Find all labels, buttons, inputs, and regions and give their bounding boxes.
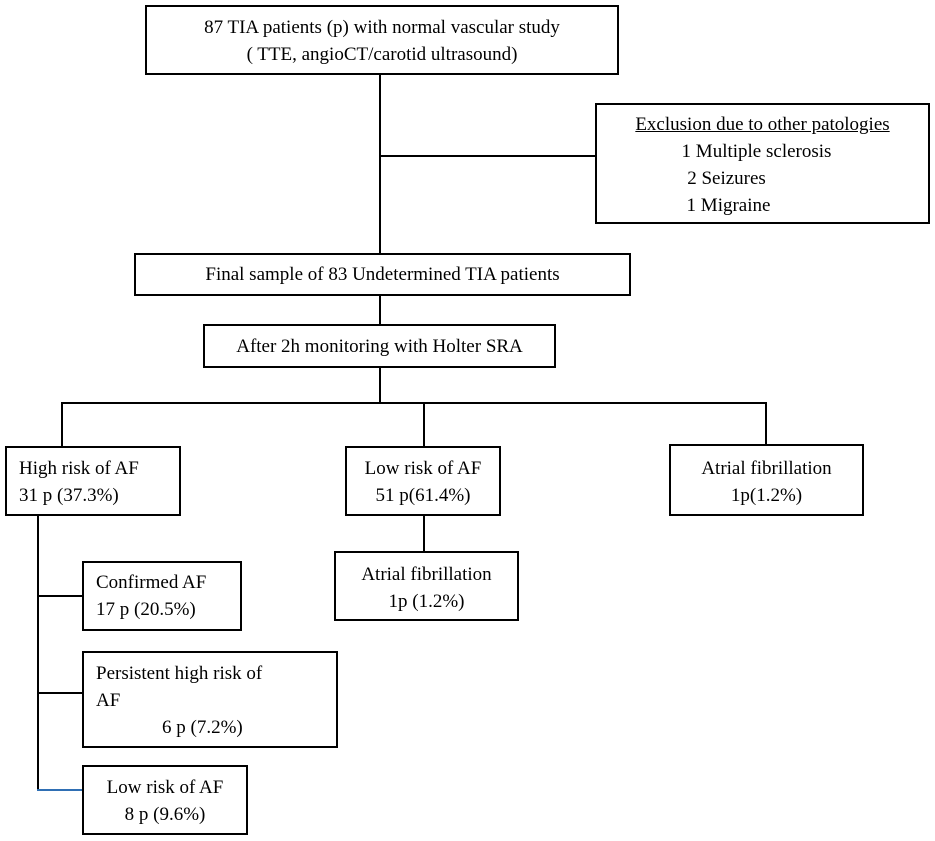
connector-branch-high-risk [61, 402, 63, 447]
connector-final-to-monitoring [379, 295, 381, 325]
monitoring-box: After 2h monitoring with Holter SRA [203, 324, 556, 368]
low-risk-sub-box: Low risk of AF 8 p (9.6%) [82, 765, 248, 835]
persistent-risk-count: 6 p (7.2%) [162, 717, 243, 738]
high-risk-box: High risk of AF 31 p (37.3%) [5, 446, 181, 516]
af-right-title: Atrial fibrillation [701, 458, 832, 479]
exclusion-item: 2 Seizures [687, 168, 766, 189]
connector-start-to-final [379, 73, 381, 254]
confirmed-af-count: 17 p (20.5%) [96, 599, 196, 620]
connector-monitoring-to-branches [379, 367, 381, 404]
monitoring-text: After 2h monitoring with Holter SRA [236, 336, 523, 357]
connector-branch-bar [61, 402, 767, 404]
connector-to-exclusion [379, 155, 596, 157]
connector-low-risk-to-af [423, 515, 425, 552]
exclusion-title: Exclusion due to other patologies [635, 114, 890, 135]
af-right-count: 1p(1.2%) [730, 485, 803, 506]
af-mid-box: Atrial fibrillation 1p (1.2%) [334, 551, 519, 621]
connector-to-confirmed-af [37, 595, 83, 597]
exclusion-item: 1 Multiple sclerosis [681, 141, 832, 162]
final-sample-box: Final sample of 83 Undetermined TIA pati… [134, 253, 631, 296]
af-mid-count: 1p (1.2%) [388, 591, 465, 612]
connector-to-persistent [37, 692, 83, 694]
exclusion-box: Exclusion due to other patologies 1 Mult… [595, 103, 930, 224]
start-box: 87 TIA patients (p) with normal vascular… [145, 5, 619, 75]
connector-branch-af-right [765, 402, 767, 445]
connector-to-low-risk-sub [37, 789, 83, 791]
high-risk-count: 31 p (37.3%) [19, 485, 119, 506]
exclusion-item: 1 Migraine [686, 195, 771, 216]
high-risk-title: High risk of AF [19, 458, 139, 479]
low-risk-box: Low risk of AF 51 p(61.4%) [345, 446, 501, 516]
confirmed-af-title: Confirmed AF [96, 572, 207, 593]
start-line-2: ( TTE, angioCT/carotid ultrasound) [246, 44, 518, 65]
af-mid-title: Atrial fibrillation [361, 564, 492, 585]
low-risk-title: Low risk of AF [364, 458, 482, 479]
connector-high-risk-trunk [37, 515, 39, 791]
af-right-box: Atrial fibrillation 1p(1.2%) [669, 444, 864, 516]
persistent-risk-title-cont: AF [96, 690, 121, 711]
persistent-risk-box: Persistent high risk of AF 6 p (7.2%) [82, 651, 338, 748]
final-sample-text: Final sample of 83 Undetermined TIA pati… [205, 264, 560, 285]
low-risk-sub-title: Low risk of AF [106, 777, 224, 798]
low-risk-sub-count: 8 p (9.6%) [124, 804, 206, 825]
start-line-1: 87 TIA patients (p) with normal vascular… [204, 17, 560, 38]
persistent-risk-title: Persistent high risk of [96, 663, 263, 684]
low-risk-count: 51 p(61.4%) [375, 485, 471, 506]
confirmed-af-box: Confirmed AF 17 p (20.5%) [82, 561, 242, 631]
connector-branch-low-risk [423, 402, 425, 447]
